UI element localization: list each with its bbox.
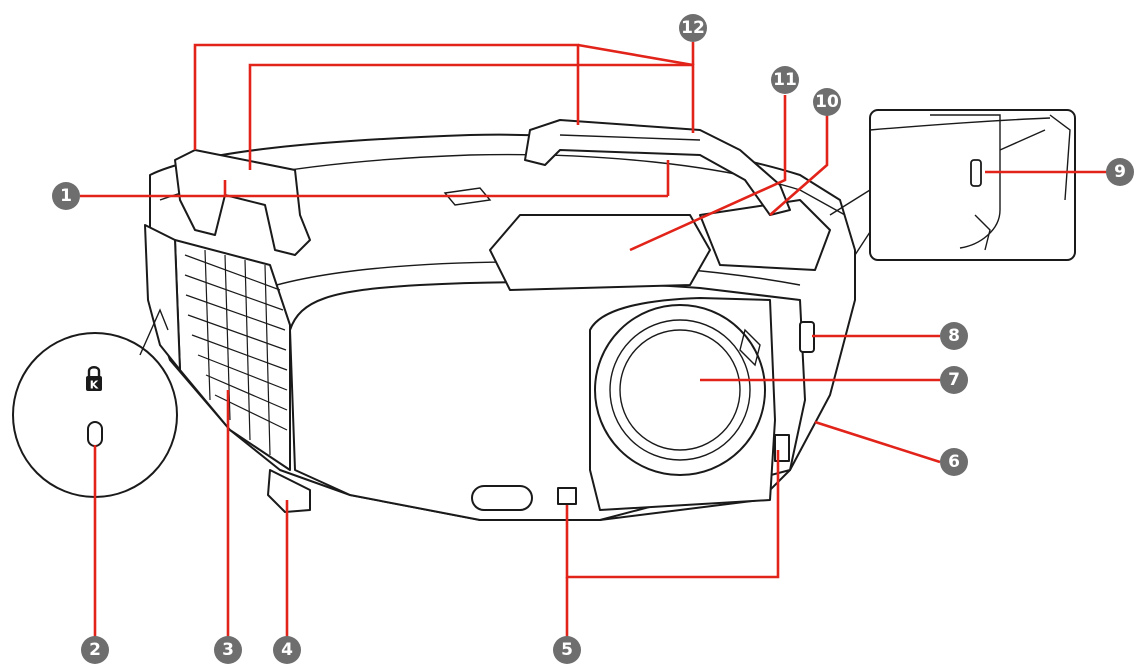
callout-4: 4 bbox=[273, 636, 301, 664]
svg-text:5: 5 bbox=[561, 640, 573, 660]
svg-text:10: 10 bbox=[815, 92, 839, 112]
security-slot bbox=[87, 421, 103, 447]
projector-body bbox=[144, 133, 856, 521]
svg-text:K: K bbox=[90, 379, 99, 392]
svg-text:11: 11 bbox=[773, 70, 797, 90]
callout-11: 11 bbox=[771, 66, 799, 94]
svg-text:7: 7 bbox=[948, 370, 960, 390]
svg-text:12: 12 bbox=[681, 18, 705, 38]
air-vent-grille bbox=[184, 249, 288, 456]
carrying-handle-left bbox=[174, 149, 311, 256]
callout-6: 6 bbox=[940, 448, 968, 476]
side-port-inset bbox=[829, 109, 1076, 261]
leader-lines bbox=[80, 42, 1122, 640]
svg-text:4: 4 bbox=[281, 640, 293, 660]
callout-2: 2 bbox=[81, 636, 109, 664]
svg-text:9: 9 bbox=[1114, 162, 1126, 182]
callout-12: 12 bbox=[679, 14, 707, 42]
callout-7: 7 bbox=[940, 366, 968, 394]
svg-text:6: 6 bbox=[948, 452, 960, 472]
side-port bbox=[970, 159, 982, 187]
svg-text:8: 8 bbox=[948, 326, 960, 346]
callout-8: 8 bbox=[940, 322, 968, 350]
callout-9: 9 bbox=[1106, 158, 1134, 186]
svg-text:2: 2 bbox=[89, 640, 101, 660]
svg-text:3: 3 bbox=[222, 640, 234, 660]
callout-10: 10 bbox=[813, 88, 841, 116]
kensington-lock-icon: K bbox=[86, 366, 102, 392]
svg-text:1: 1 bbox=[60, 186, 72, 206]
security-slot-inset: K bbox=[12, 308, 178, 498]
callout-1: 1 bbox=[52, 182, 80, 210]
callout-5: 5 bbox=[553, 636, 581, 664]
callout-3: 3 bbox=[214, 636, 242, 664]
